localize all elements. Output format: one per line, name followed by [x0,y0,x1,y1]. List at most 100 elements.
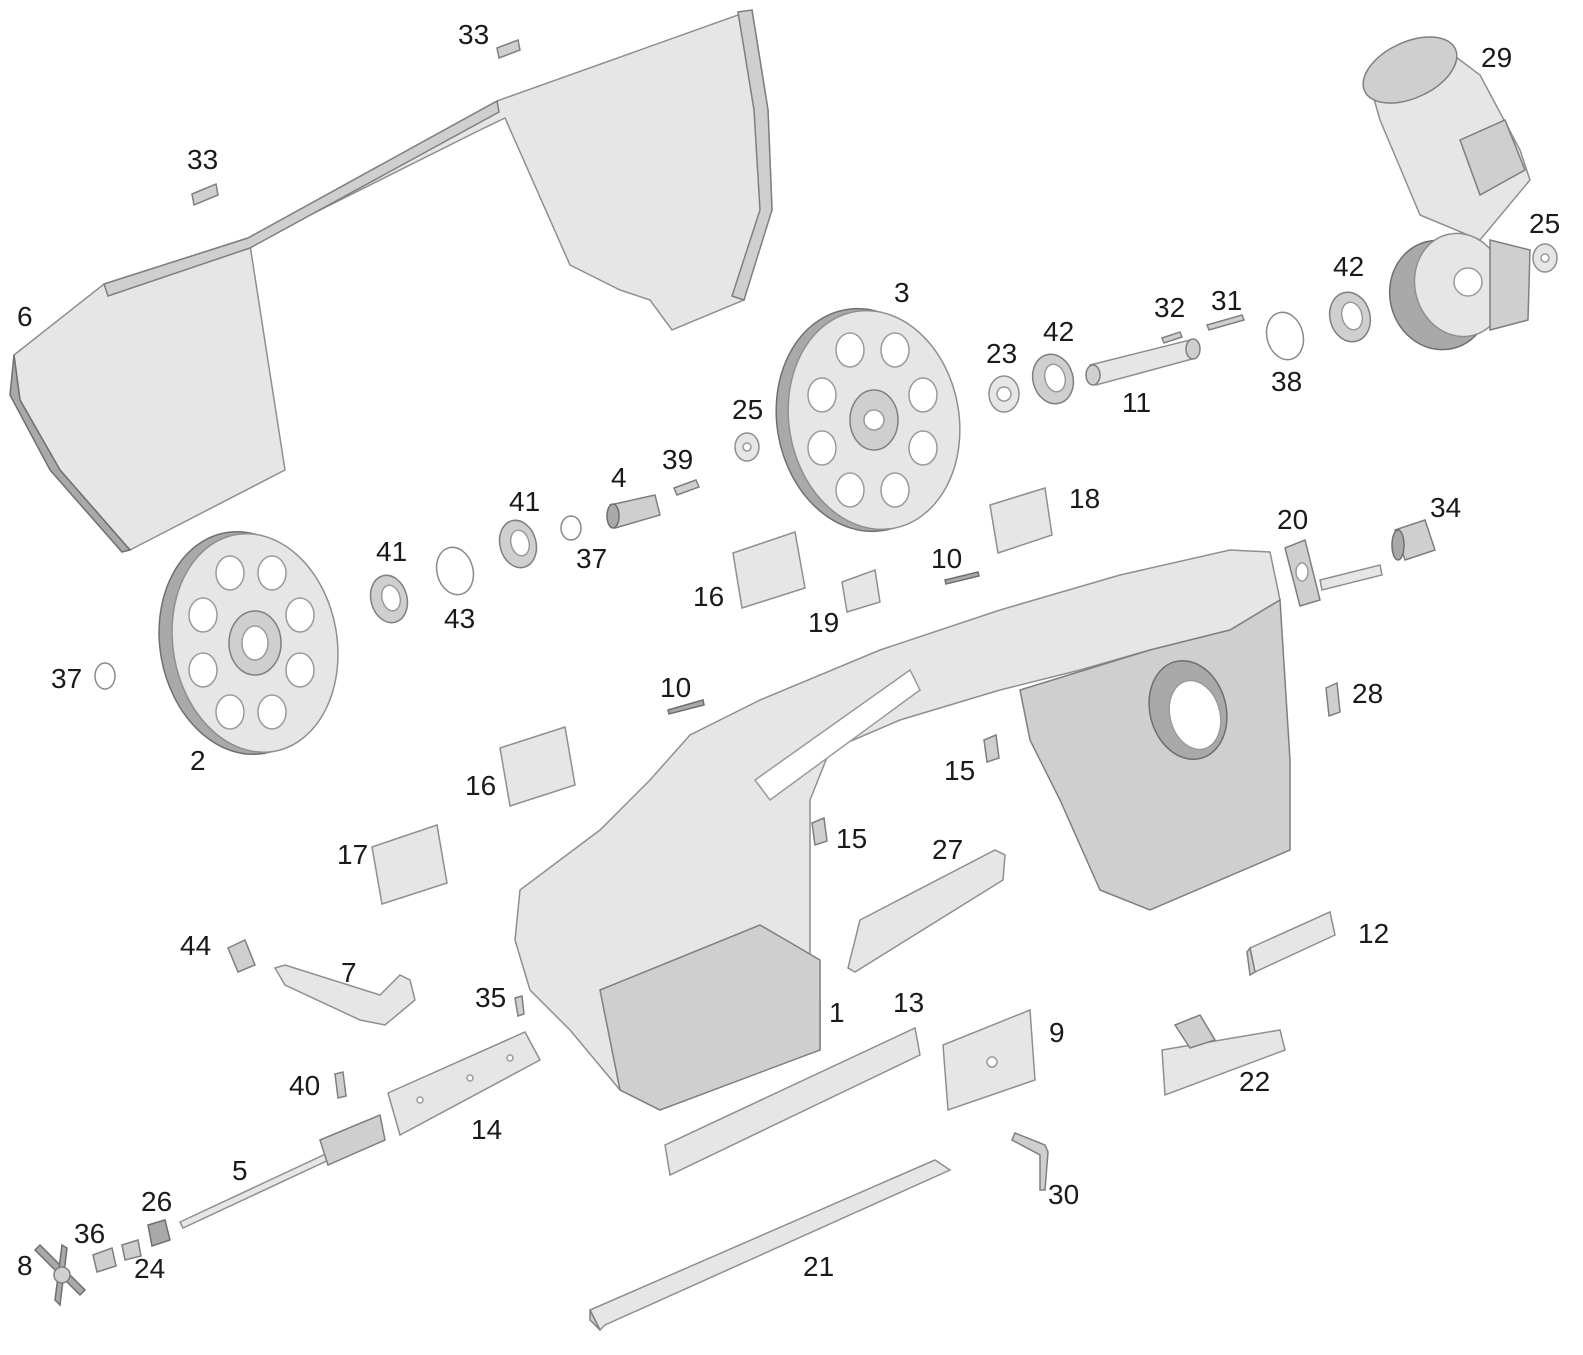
part-25-washer-center [734,432,760,462]
part-25-washer-right [1532,243,1558,273]
label-32: 32 [1154,292,1185,323]
part-29-gearbox [1388,232,1531,351]
label-31: 31 [1211,285,1242,316]
part-43-ring [435,546,475,596]
label-4: 4 [611,462,627,493]
part-14-plate [387,1031,542,1137]
part-41-bearing-upper [498,519,538,569]
label-12: 12 [1358,918,1389,949]
part-6-blade-guard [9,8,773,553]
label-8: 8 [17,1250,33,1281]
label-28: 28 [1352,678,1383,709]
part-29-motor [1362,36,1531,241]
label-36: 36 [74,1218,105,1249]
label-24: 24 [134,1253,165,1284]
label-13: 13 [893,987,924,1018]
part-10-clip-lower [667,699,705,715]
part-20-flange [1284,538,1383,607]
label-38: 38 [1271,366,1302,397]
part-22-bracket [1161,1014,1286,1097]
label-35: 35 [475,982,506,1013]
label-6: 6 [17,301,33,332]
label-42: 42 [1043,316,1074,347]
label-17: 17 [337,839,368,870]
part-3-upper-wheel [775,307,961,533]
part-1-main-frame [514,549,1291,1111]
label-37: 37 [576,543,607,574]
part-13-channel [664,1026,921,1177]
label-23: 23 [986,338,1017,369]
part-35-screw [514,995,525,1017]
label-34: 34 [1430,492,1461,523]
part-8-star-handle [33,1243,87,1307]
label-18: 18 [1069,483,1100,514]
part-18-plate [989,487,1053,554]
label-15: 15 [836,823,867,854]
label-10: 10 [931,543,962,574]
part-37-ring-left [94,662,116,690]
part-5-rod [178,1113,386,1229]
label-26: 26 [141,1186,172,1217]
label-30: 30 [1048,1179,1079,1210]
part-40-pin [334,1071,347,1099]
label-21: 21 [803,1251,834,1282]
part-9-block [942,1008,1036,1112]
part-33-clip-top [496,38,521,60]
part-19-plate [841,568,881,613]
label-44: 44 [180,930,211,961]
label-7: 7 [341,957,357,988]
label-1: 1 [829,997,845,1028]
part-17-plate [371,824,448,905]
label-20: 20 [1277,504,1308,535]
label-43: 43 [444,603,475,634]
part-15-clip-upper [983,733,1000,763]
label-25: 25 [1529,208,1560,239]
part-16-plate-upper [732,531,806,609]
label-15: 15 [944,755,975,786]
part-30-lever [1011,1132,1049,1191]
part-27-cover [847,849,1006,973]
label-40: 40 [289,1070,320,1101]
part-36-spring [92,1246,117,1273]
part-26-knob [147,1219,171,1247]
label-33: 33 [458,19,489,50]
part-15-clip-lower [811,816,828,846]
label-41: 41 [376,536,407,567]
label-25: 25 [732,394,763,425]
part-33-clip-left [191,182,219,207]
part-11-shaft [1085,338,1201,386]
part-31-pin [1205,314,1246,331]
label-41: 41 [509,486,540,517]
label-29: 29 [1481,42,1512,73]
part-23-spacer [988,375,1020,413]
part-16-plate-lower [499,726,576,807]
part-37-ring-center [560,515,582,541]
label-5: 5 [232,1155,248,1186]
label-39: 39 [662,444,693,475]
label-42: 42 [1333,251,1364,282]
part-12-bar [1246,910,1336,977]
part-28-clip [1325,681,1341,718]
part-38-snap-ring [1265,311,1305,361]
label-19: 19 [808,607,839,638]
part-34-fitting [1391,519,1436,561]
part-7-handle [273,964,416,1026]
label-16: 16 [693,581,724,612]
part-24-nut [121,1239,142,1261]
label-37: 37 [51,663,82,694]
label-33: 33 [187,144,218,175]
label-22: 22 [1239,1066,1270,1097]
label-27: 27 [932,834,963,865]
part-42-bearing-center [1031,353,1075,405]
part-39-pin [672,479,701,496]
label-9: 9 [1049,1017,1065,1048]
label-14: 14 [471,1114,502,1145]
part-4-axle [606,494,661,529]
part-labels: 33 33 6 29 25 42 32 31 3 23 42 11 38 25 … [17,19,1560,1284]
part-32-key [1161,331,1183,344]
part-44-cap [227,938,256,973]
label-3: 3 [894,277,910,308]
label-16: 16 [465,770,496,801]
part-41-bearing-lower [369,574,409,624]
